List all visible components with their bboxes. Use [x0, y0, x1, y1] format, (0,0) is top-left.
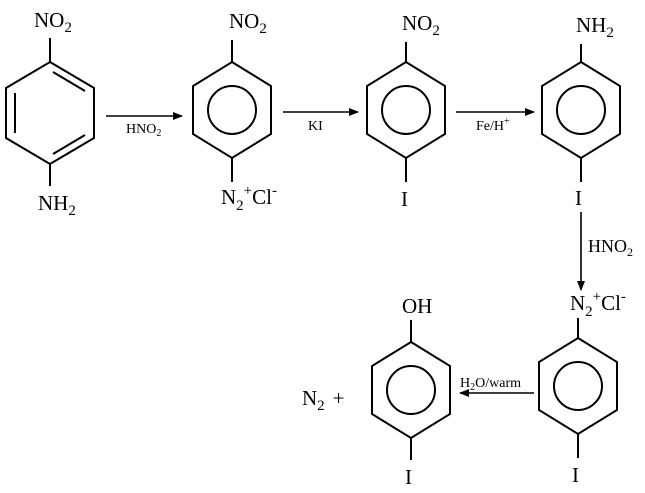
step-1-arrow: HNO2: [106, 112, 183, 139]
step-5-arrow: H2O/warm: [459, 376, 534, 397]
benzene-ring: [192, 60, 272, 160]
reagent-water-warm: H2O/warm: [460, 376, 521, 393]
label-diazonium-chloride: N2+Cl-: [570, 289, 626, 320]
molecule-p-iodoaniline: NH2 I: [541, 13, 621, 210]
reagent-hno2-2: HNO2: [588, 236, 633, 259]
byproduct-n2: N2+: [302, 386, 345, 414]
step-2-arrow: KI: [283, 108, 359, 134]
benzene-ring: [5, 60, 95, 166]
benzene-ring: [538, 336, 618, 436]
label-iodo: I: [405, 465, 412, 489]
step-3-arrow: Fe/H+: [456, 108, 535, 134]
molecule-nitro-diazonium: NO2 N2+Cl-: [192, 9, 277, 214]
label-nh2: NH2: [38, 191, 76, 219]
label-iodo: I: [575, 186, 582, 210]
label-iodo: I: [572, 463, 579, 487]
label-no2: NO2: [402, 11, 440, 39]
reagent-hno2-1: HNO2: [126, 122, 161, 139]
label-diazonium-chloride: N2+Cl-: [221, 183, 277, 214]
reagent-ki: KI: [308, 119, 323, 134]
label-no2: NO2: [229, 9, 267, 37]
label-nh2: NH2: [576, 13, 614, 41]
benzene-ring: [541, 60, 621, 160]
step-4-arrow: HNO2: [577, 212, 633, 291]
molecule-iodo-diazonium: N2+Cl- I: [538, 289, 626, 487]
benzene-ring: [371, 340, 451, 440]
label-n2-plus: N2+: [302, 386, 345, 414]
label-no2: NO2: [34, 8, 72, 36]
molecule-p-nitroaniline: NO2 NH2: [5, 8, 95, 219]
benzene-ring: [366, 60, 446, 160]
reagent-fe-h: Fe/H+: [476, 116, 510, 134]
label-iodo: I: [401, 187, 408, 211]
molecule-p-iodophenol: OH I: [371, 294, 451, 489]
label-oh: OH: [402, 294, 432, 318]
molecule-p-iodonitrobenzene: NO2 I: [366, 11, 446, 211]
